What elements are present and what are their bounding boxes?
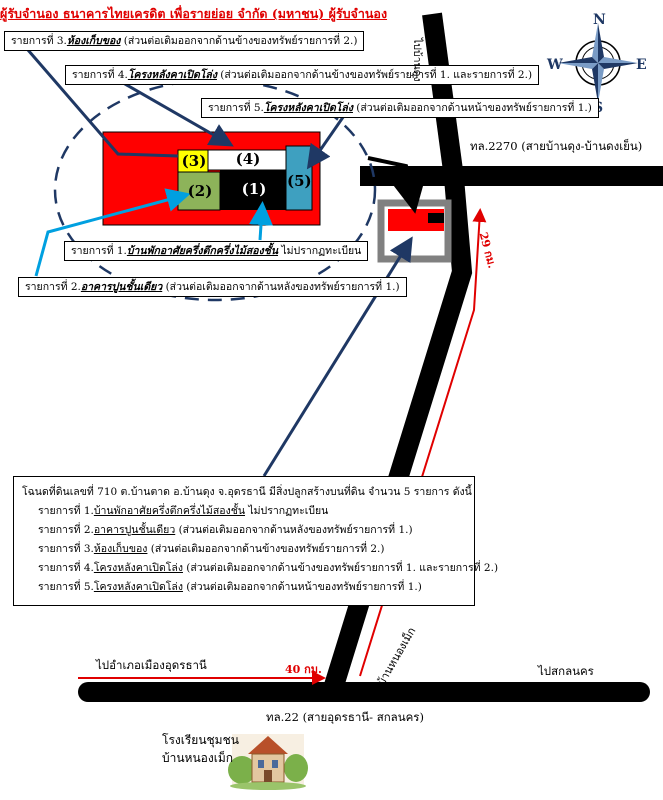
pointer-road-to-site xyxy=(394,260,412,360)
leader-item2 xyxy=(34,188,191,277)
compass-n: N xyxy=(593,12,606,28)
legend-row-1: รายการที่ 1.บ้านพักอาศัยครึ่งตึกครึ่งไม้… xyxy=(38,505,329,517)
leader-item3 xyxy=(26,49,179,158)
legend-row-2: รายการที่ 2.อาคารปูนชั้นเดียว (ส่วนต่อเต… xyxy=(38,524,413,536)
compass-e: E xyxy=(636,57,647,73)
site-pointer-arrow xyxy=(367,156,425,214)
school-picture xyxy=(228,734,308,790)
callout-item2: รายการที่ 2.อาคารปูนชั้นเดียว (ส่วนต่อเต… xyxy=(18,277,407,297)
legend-row-5: รายการที่ 5.โครงหลังคาเปิดโล่ง (ส่วนต่อเ… xyxy=(38,581,422,593)
callout-item5: รายการที่ 5.โครงหลังคาเปิดโล่ง (ส่วนต่อเ… xyxy=(201,98,599,118)
school-name-line1: โรงเรียนชุมชน xyxy=(162,733,239,747)
callout-item1: รายการที่ 1.บ้านพักอาศัยครึ่งตึกครึ่งไม้… xyxy=(64,241,369,261)
building-label-4: (4) xyxy=(235,150,261,168)
leader-item4 xyxy=(117,78,234,147)
compass-rose xyxy=(558,23,638,103)
callout-item3: รายการที่ 3.ห้องเก็บของ (ส่วนต่อเติมออกจ… xyxy=(4,31,365,51)
label-to-ban-dung: ไปบ้านดุง xyxy=(411,38,423,82)
leader-item5 xyxy=(306,109,350,170)
callout-item4: รายการที่ 4.โครงหลังคาเปิดโล่ง (ส่วนต่อเ… xyxy=(65,65,540,85)
road-to-ban-dung xyxy=(422,12,464,180)
legend-row-3: รายการที่ 3.ห้องเก็บของ (ส่วนต่อเติมออกจ… xyxy=(38,543,385,555)
legend-header: โฉนดที่ดินเลขที่ 710 ต.บ้านตาด อ.บ้านดุง… xyxy=(22,486,472,498)
building-site xyxy=(428,213,444,223)
label-left-destination: ไปอำเภอเมืองอุดรธานี xyxy=(96,658,207,672)
building-label-5: (5) xyxy=(287,172,312,190)
building-label-2: (2) xyxy=(187,182,213,200)
label-distance-40: 40 กม. xyxy=(285,663,322,676)
building-label-3: (3) xyxy=(181,152,207,170)
detail-circle xyxy=(53,78,377,302)
school-name-line2: บ้านหนองเม็ก xyxy=(162,751,234,765)
leader-item1 xyxy=(249,201,273,241)
label-road-22: ทล.22 (สายอุดรธานี- สกลนคร) xyxy=(266,710,424,724)
building-label-1: (1) xyxy=(241,180,267,198)
legend-row-4: รายการที่ 4.โครงหลังคาเปิดโล่ง (ส่วนต่อเ… xyxy=(38,562,499,574)
legend-box: โฉนดที่ดินเลขที่ 710 ต.บ้านตาด อ.บ้านดุง… xyxy=(13,476,499,606)
label-right-destination: ไปสกลนคร xyxy=(538,664,594,678)
map-title: ผู้รับจำนอง ธนาคารไทยเครดิต เพื่อรายย่อย… xyxy=(0,6,388,21)
label-road-2270: ทล.2270 (สายบ้านดุง-บ้านดงเย็น) xyxy=(470,139,643,153)
compass-w: W xyxy=(547,57,563,73)
